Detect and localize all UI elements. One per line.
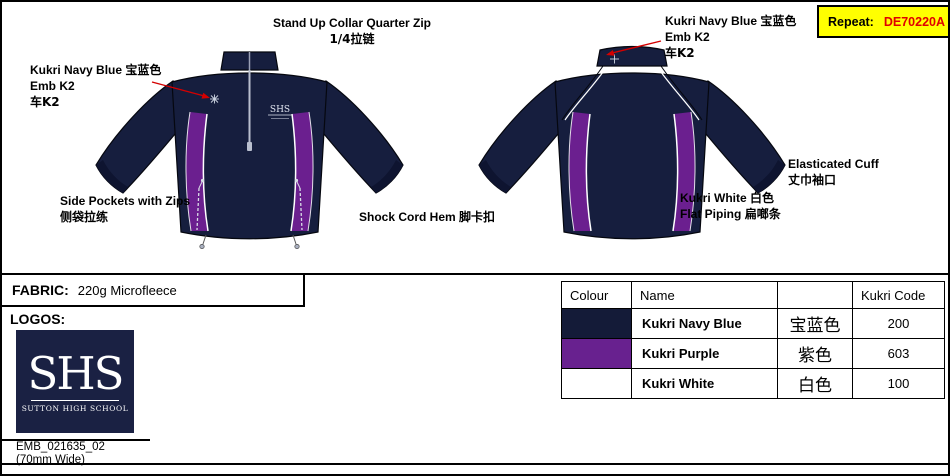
garment-illustration: SHS: [95, 40, 786, 250]
logo-divider: [2, 439, 150, 441]
header-colour: Colour: [561, 281, 632, 309]
annotation-emb-back: Kukri Navy Blue 宝蓝色 Emb K2 车K2: [665, 14, 825, 61]
school-logo: SHS SUTTON HIGH SCHOOL: [16, 330, 134, 433]
footer-divider: [2, 463, 948, 465]
annotation-hem: Shock Cord Hem 脚卡扣: [359, 210, 495, 226]
piping-name: Kukri White: [680, 191, 747, 205]
header-name: Name: [631, 281, 778, 309]
emb-back-name: Kukri Navy Blue: [665, 14, 758, 28]
repeat-box: Repeat: DE70220A: [817, 5, 948, 38]
emb-back-code-zh: 车K2: [665, 45, 695, 60]
annotation-collar-zh: 1/4拉链: [329, 31, 375, 46]
colour-zh: 白色: [777, 368, 853, 399]
colour-table-header: Colour Name Kukri Code: [561, 281, 945, 309]
annotation-collar-en: Stand Up Collar Quarter Zip: [272, 16, 431, 30]
back-emb-mark: [610, 54, 619, 64]
colour-code: 100: [852, 368, 945, 399]
colour-name: Kukri Navy Blue: [631, 308, 778, 339]
emb-front-name-zh: 宝蓝色: [125, 63, 162, 77]
annotation-collar: Stand Up Collar Quarter Zip 1/4拉链: [237, 16, 467, 48]
chest-crest: SHS: [268, 105, 292, 119]
back-view: [478, 45, 786, 240]
emb-code: EMB_021635_02: [16, 441, 105, 453]
leader-line-front-emb: [151, 81, 210, 99]
repeat-code: DE70220A: [883, 14, 945, 29]
logos-label: LOGOS:: [10, 311, 66, 327]
hem-en: Shock Cord Hem: [359, 210, 456, 224]
annotation-emb-front: Kukri Navy Blue 宝蓝色 Emb K2 车K2: [30, 63, 190, 110]
colour-name: Kukri Purple: [631, 338, 778, 369]
table-row: Kukri Purple 紫色 603: [561, 338, 945, 369]
main-divider: [2, 273, 948, 275]
emb-code-block: EMB_021635_02 (70mm Wide): [16, 441, 105, 466]
fabric-label: FABRIC:: [12, 282, 69, 298]
emb-back-name-zh: 宝蓝色: [760, 14, 797, 28]
colour-code: 200: [852, 308, 945, 339]
piping-desc-zh: 扁啷条: [744, 206, 781, 221]
emb-front-code: Emb K2: [30, 78, 75, 93]
fabric-box: FABRIC: 220g Microfleece: [2, 275, 305, 307]
logo-school-name: SUTTON HIGH SCHOOL: [21, 403, 129, 413]
colour-table: Colour Name Kukri Code Kukri Navy Blue 宝…: [561, 281, 945, 399]
table-row: Kukri White 白色 100: [561, 368, 945, 399]
piping-name-zh: 白色: [750, 191, 775, 205]
leader-line-back-emb: [606, 40, 662, 56]
svg-text:SHS: SHS: [270, 105, 290, 115]
emb-back-code: Emb K2: [665, 29, 710, 44]
annotation-pockets: Side Pockets with Zips 侧袋拉练: [60, 194, 190, 226]
fabric-value: 220g Microfleece: [77, 282, 177, 298]
pockets-en: Side Pockets with Zips: [60, 194, 191, 208]
emb-front-code-zh: 车K2: [30, 94, 60, 109]
colour-name: Kukri White: [631, 368, 778, 399]
piping-desc: Flat Piping: [680, 206, 742, 221]
emb-front-name: Kukri Navy Blue: [30, 63, 123, 77]
header-code: Kukri Code: [852, 281, 945, 309]
emb-size-note: (70mm Wide): [16, 453, 86, 466]
logo-monogram: SHS: [27, 346, 125, 400]
colour-zh: 宝蓝色: [777, 308, 853, 339]
annotation-piping: Kukri White 白色 Flat Piping 扁啷条: [680, 191, 781, 223]
swatch-white: [561, 368, 632, 399]
colour-code: 603: [852, 338, 945, 369]
logo-rule: [31, 399, 119, 401]
colour-zh: 紫色: [777, 338, 853, 369]
front-emb-mark: [210, 94, 219, 104]
hem-zh: 脚卡扣: [459, 210, 496, 224]
pockets-zh: 侧袋拉练: [60, 209, 109, 224]
repeat-label: Repeat:: [828, 14, 874, 29]
table-row: Kukri Navy Blue 宝蓝色 200: [561, 308, 945, 339]
cuff-en: Elasticated Cuff: [788, 157, 879, 171]
header-zh: [777, 281, 853, 309]
annotation-cuff: Elasticated Cuff 丈巾袖口: [788, 157, 938, 189]
front-view: SHS: [95, 51, 404, 250]
cuff-zh: 丈巾袖口: [788, 172, 837, 187]
swatch-purple: [561, 338, 632, 369]
swatch-navy: [561, 308, 632, 339]
